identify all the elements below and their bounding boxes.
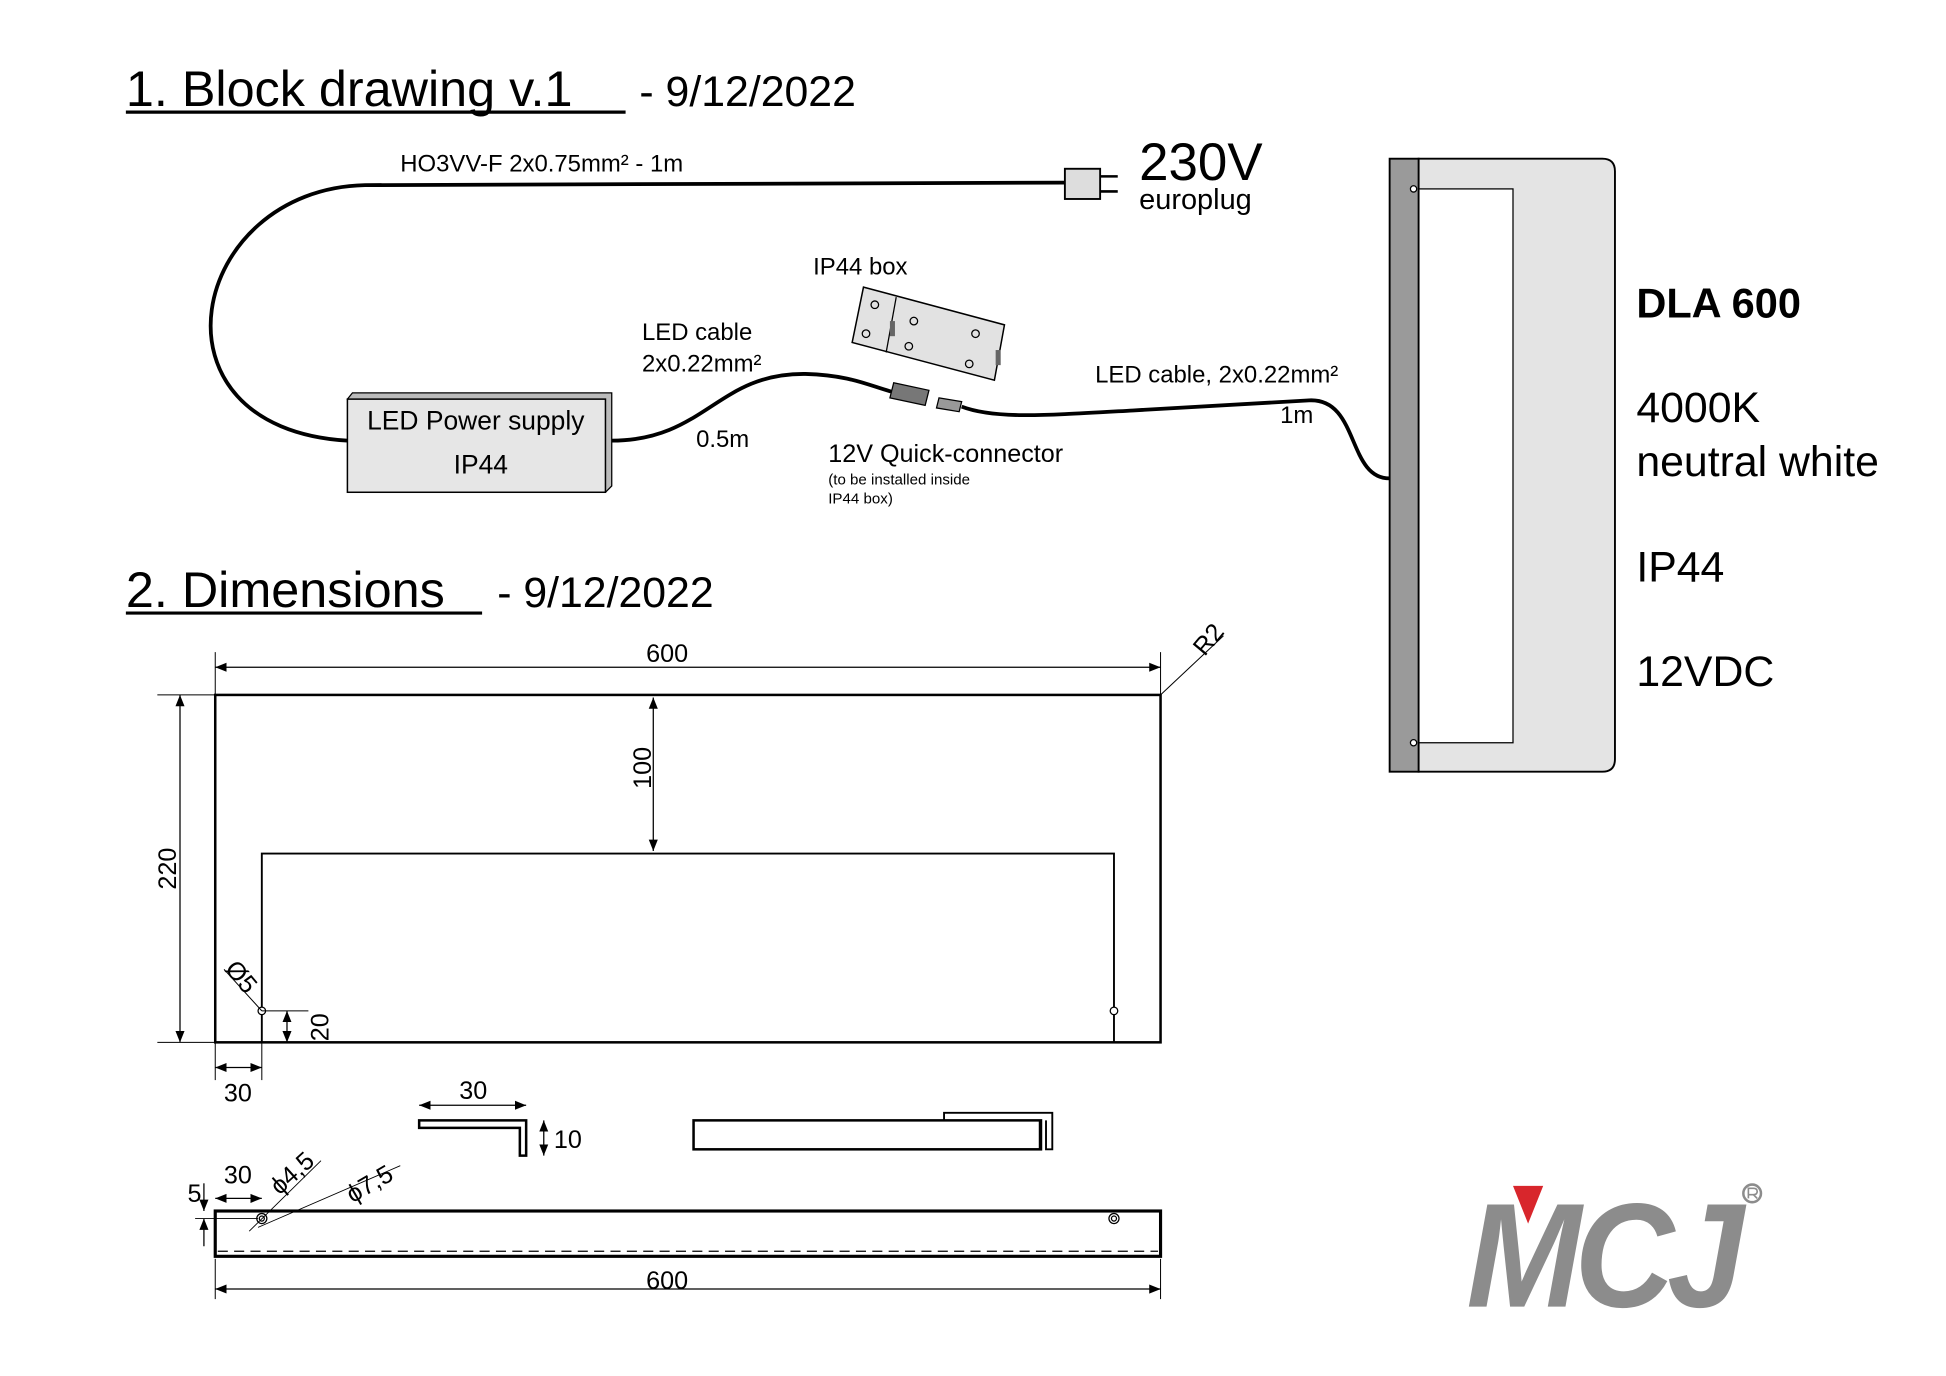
led-cable-1-label: LED cable (642, 319, 752, 346)
connector-label: 12V Quick-connector (828, 440, 1063, 468)
mains-cable (208, 180, 1065, 443)
dim-hole-dia: Ø5 (219, 955, 262, 999)
section2-date: - 9/12/2022 (497, 569, 713, 617)
quick-connector-icon (889, 382, 963, 413)
l-profile-view (417, 1100, 549, 1157)
dim-hole-bottom: 20 (307, 1013, 335, 1041)
led-cable-1 (611, 372, 892, 443)
side-view (692, 1111, 1054, 1151)
led-cable-2-label: LED cable, 2x0.22mm² (1095, 362, 1338, 389)
plug-type: europlug (1139, 184, 1252, 216)
led-cable-1-spec: 2x0.22mm² (642, 350, 762, 377)
product-color-name: neutral white (1636, 438, 1879, 486)
svg-text:MCJ: MCJ (1466, 1174, 1747, 1339)
product-voltage: 12VDC (1636, 648, 1774, 696)
power-supply-box: LED Power supply IP44 (346, 392, 613, 494)
dim-bottom-hole-edge: 5 (188, 1180, 202, 1208)
section2-title: 2. Dimensions (126, 561, 445, 618)
europlug-icon (1063, 167, 1118, 200)
bottom-view (195, 1160, 1163, 1300)
led-cable-1-length: 0.5m (696, 426, 749, 453)
plug-voltage: 230V (1139, 133, 1263, 192)
section1-date: - 9/12/2022 (639, 68, 855, 116)
psu-label: LED Power supply (367, 405, 585, 435)
led-cable-2-length: 1m (1280, 402, 1313, 429)
dim-profile-height: 10 (554, 1126, 582, 1154)
connector-note-2: IP44 box) (828, 491, 893, 508)
product-ip: IP44 (1636, 544, 1724, 592)
mains-cable-label: HO3VV-F 2x0.75mm² - 1m (400, 150, 683, 177)
dim-bottom-hole-side: 30 (224, 1161, 252, 1189)
front-view (157, 635, 1224, 1081)
dim-top-offset: 100 (629, 747, 657, 789)
dim-width: 600 (646, 640, 688, 668)
dim-height: 220 (154, 848, 182, 890)
ip44-box-icon (851, 286, 1006, 382)
psu-ip: IP44 (454, 449, 508, 479)
dim-radius: R2 (1188, 618, 1230, 661)
mcj-logo: MCJ (1466, 1174, 1763, 1339)
dla600-lamp (1388, 157, 1616, 773)
section1-title: 1. Block drawing v.1 (126, 60, 573, 117)
dim-bottom-hole-dia2: ϕ7,5 (341, 1160, 397, 1209)
dim-hole-side: 30 (224, 1079, 252, 1107)
product-name: DLA 600 (1636, 279, 1801, 326)
dim-bottom-hole-dia1: ϕ4,5 (265, 1147, 320, 1201)
product-color-temp: 4000K (1636, 384, 1760, 432)
ip44-box-label: IP44 box (813, 254, 907, 281)
dim-profile-width: 30 (459, 1077, 487, 1105)
registered-mark-icon (1742, 1183, 1763, 1204)
led-cable-2 (960, 398, 1390, 481)
connector-note-1: (to be installed inside (828, 472, 970, 489)
dim-bottom-width: 600 (646, 1267, 688, 1295)
